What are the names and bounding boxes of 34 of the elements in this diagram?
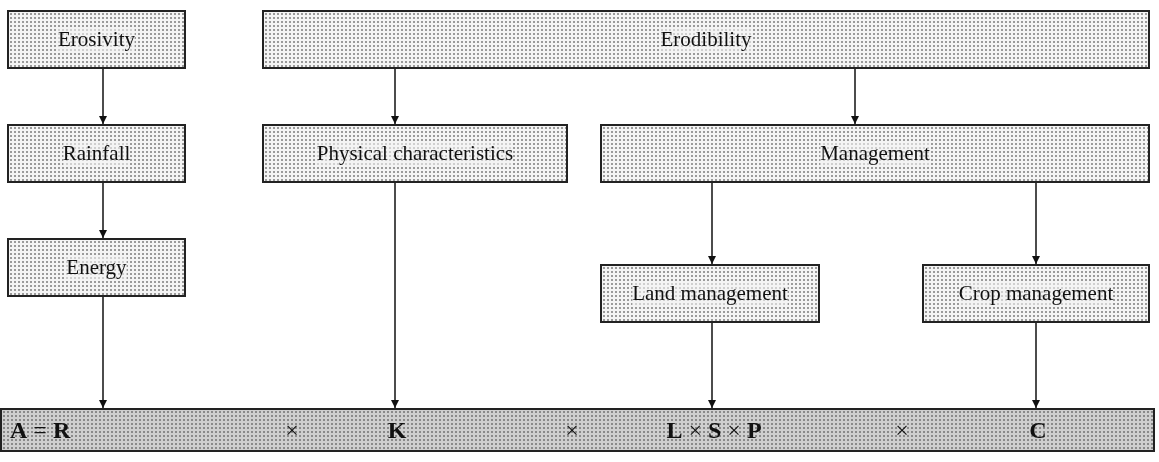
equation-term: K (387, 416, 407, 444)
arrow (851, 68, 859, 125)
arrow (1032, 182, 1040, 265)
factor-box (7, 124, 186, 183)
factor-box (7, 10, 186, 69)
factor-box (922, 264, 1150, 323)
equation-term: C (1029, 416, 1047, 444)
box-label: Erosivity (58, 27, 135, 52)
arrow (99, 68, 107, 125)
box-label: Energy (66, 255, 127, 280)
multiply-sign: × (565, 416, 579, 444)
arrow (708, 182, 716, 265)
multiply-sign: × (895, 416, 909, 444)
factor-box (600, 264, 820, 323)
arrow (99, 182, 107, 239)
multiply-sign: × (285, 416, 299, 444)
equation-term: L × S × P (666, 416, 762, 444)
factor-box (262, 124, 568, 183)
arrow (391, 68, 399, 125)
arrow (391, 182, 399, 409)
arrow (708, 322, 716, 409)
factor-box (262, 10, 1150, 69)
box-label: Rainfall (62, 141, 131, 166)
factor-box (7, 238, 186, 297)
factor-box (600, 124, 1150, 183)
equation-term: A = R (10, 416, 71, 444)
arrow (99, 296, 107, 409)
box-label: Crop management (958, 281, 1114, 306)
equation-bar (0, 408, 1155, 452)
box-label: Management (820, 141, 930, 166)
box-label: Erodibility (660, 27, 752, 52)
arrow (1032, 322, 1040, 409)
box-label: Land management (632, 281, 788, 306)
box-label: Physical characteristics (316, 141, 514, 166)
